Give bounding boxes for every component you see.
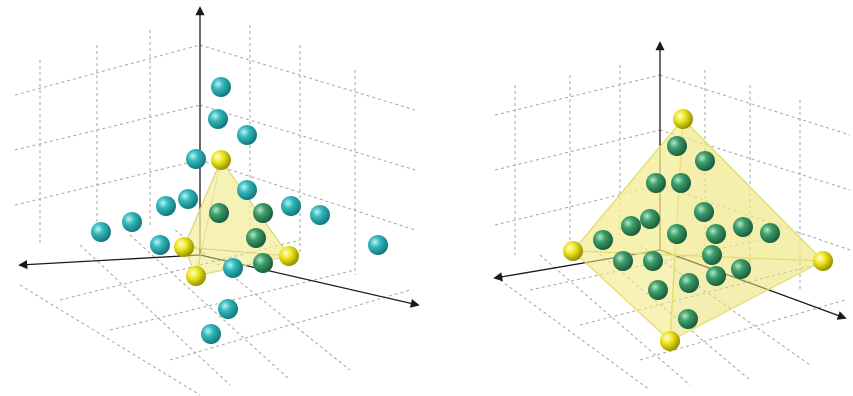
- interior-point: [253, 203, 273, 223]
- outside-point: [281, 196, 301, 216]
- interior-point: [667, 136, 687, 156]
- interior-point: [679, 273, 699, 293]
- interior-point: [640, 209, 660, 229]
- outside-point: [208, 109, 228, 129]
- outside-point: [91, 222, 111, 242]
- hull-vertex: [673, 109, 693, 129]
- interior-point: [209, 203, 229, 223]
- interior-point: [593, 230, 613, 250]
- outside-point: [218, 299, 238, 319]
- interior-point: [671, 173, 691, 193]
- interior-point: [621, 216, 641, 236]
- interior-point: [643, 251, 663, 271]
- right-hull: [571, 117, 825, 343]
- interior-point: [678, 309, 698, 329]
- outside-point: [201, 324, 221, 344]
- outside-point: [150, 235, 170, 255]
- hull-vertex: [563, 241, 583, 261]
- outside-point: [122, 212, 142, 232]
- hull-vertex: [813, 251, 833, 271]
- left-panel: [14, 6, 420, 396]
- interior-point: [646, 173, 666, 193]
- interior-point: [706, 224, 726, 244]
- interior-point: [613, 251, 633, 271]
- outside-point: [237, 180, 257, 200]
- interior-point: [253, 253, 273, 273]
- interior-point: [694, 202, 714, 222]
- outside-point: [223, 258, 243, 278]
- interior-point: [731, 259, 751, 279]
- outside-point: [211, 77, 231, 97]
- interior-point: [702, 245, 722, 265]
- interior-point: [706, 266, 726, 286]
- interior-point: [648, 280, 668, 300]
- interior-point: [760, 223, 780, 243]
- outside-point: [237, 125, 257, 145]
- hull-vertex: [660, 331, 680, 351]
- left-points: [91, 77, 388, 344]
- outside-point: [368, 235, 388, 255]
- hull-vertex: [186, 266, 206, 286]
- hull-vertex: [174, 237, 194, 257]
- hull-vertex: [279, 246, 299, 266]
- interior-point: [695, 151, 715, 171]
- outside-point: [178, 189, 198, 209]
- outside-point: [186, 149, 206, 169]
- interior-point: [667, 224, 687, 244]
- interior-point: [733, 217, 753, 237]
- interior-point: [246, 228, 266, 248]
- right-panel: [493, 41, 851, 391]
- hull-vertex: [211, 150, 231, 170]
- left-y-axis: [18, 254, 201, 270]
- outside-point: [310, 205, 330, 225]
- right-points: [563, 109, 833, 351]
- outside-point: [156, 196, 176, 216]
